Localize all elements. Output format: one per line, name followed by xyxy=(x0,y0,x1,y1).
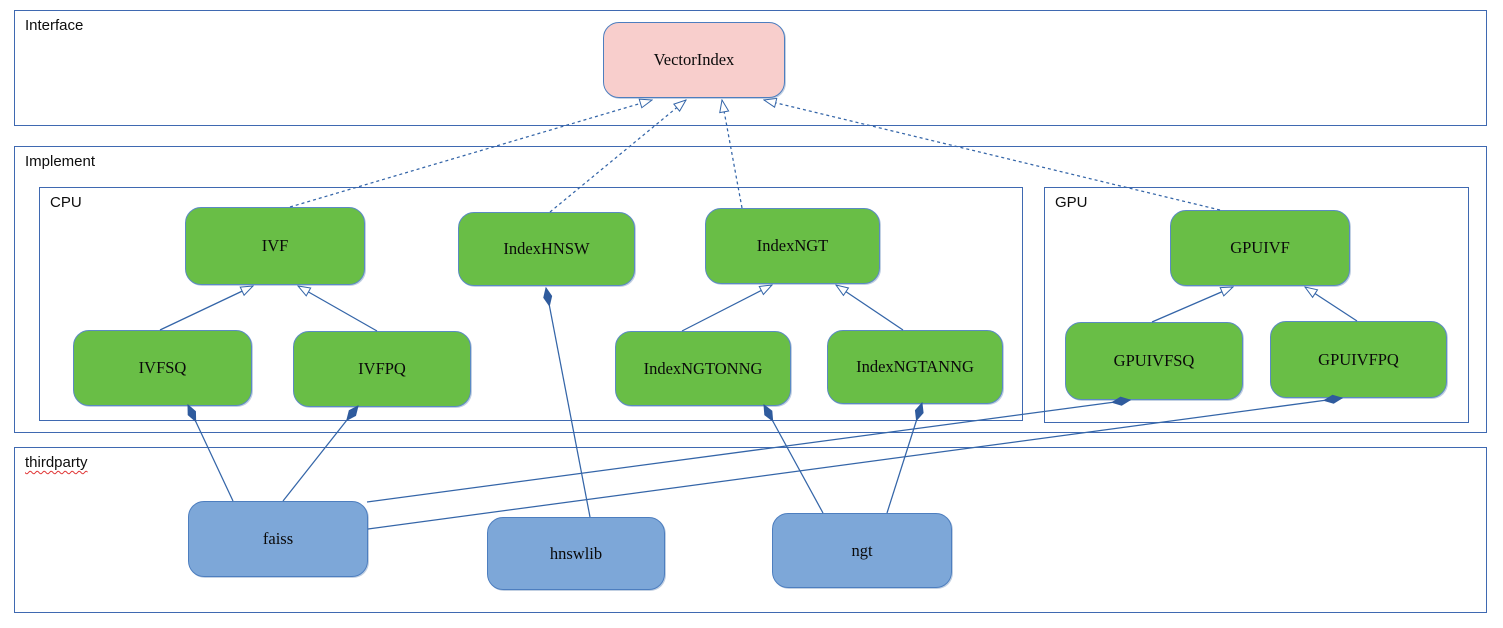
container-interface-label: Interface xyxy=(25,17,84,34)
node-ivfsq[interactable]: IVFSQ xyxy=(73,330,252,406)
node-ivf[interactable]: IVF xyxy=(185,207,365,285)
node-vectorindex[interactable]: VectorIndex xyxy=(603,22,785,98)
node-indexngtonng-label: IndexNGTONNG xyxy=(643,358,763,378)
node-gpuivfpq-label: GPUIVFPQ xyxy=(1318,349,1399,369)
container-thirdparty-label: thirdparty xyxy=(25,454,88,471)
node-gpuivf[interactable]: GPUIVF xyxy=(1170,210,1350,286)
node-ivfpq[interactable]: IVFPQ xyxy=(293,331,471,407)
node-faiss-label: faiss xyxy=(262,529,294,548)
container-gpu-label: GPU xyxy=(1055,194,1088,211)
node-indexhnsw-label: IndexHNSW xyxy=(503,239,590,258)
node-indexngtanng[interactable]: IndexNGTANNG xyxy=(827,330,1003,404)
node-vectorindex-label: VectorIndex xyxy=(653,50,735,69)
container-implement-label: Implement xyxy=(25,153,96,170)
node-ivf-label: IVF xyxy=(261,236,289,255)
node-ngt-label: ngt xyxy=(851,540,873,560)
node-gpuivf-label: GPUIVF xyxy=(1230,238,1290,257)
node-indexngt[interactable]: IndexNGT xyxy=(705,208,880,284)
node-gpuivfsq-label: GPUIVFSQ xyxy=(1113,351,1195,370)
node-indexhnsw[interactable]: IndexHNSW xyxy=(458,212,635,286)
node-ngt[interactable]: ngt xyxy=(772,513,952,588)
node-hnswlib[interactable]: hnswlib xyxy=(487,517,665,590)
node-indexngtonng[interactable]: IndexNGTONNG xyxy=(615,331,791,406)
container-cpu-label: CPU xyxy=(50,194,82,211)
node-gpuivfsq[interactable]: GPUIVFSQ xyxy=(1065,322,1243,400)
node-ivfpq-label: IVFPQ xyxy=(358,359,406,378)
node-hnswlib-label: hnswlib xyxy=(549,543,603,563)
node-indexngt-label: IndexNGT xyxy=(756,236,829,255)
node-ivfsq-label: IVFSQ xyxy=(138,358,187,377)
node-faiss[interactable]: faiss xyxy=(188,501,368,577)
node-gpuivfpq[interactable]: GPUIVFPQ xyxy=(1270,321,1447,398)
container-interface[interactable]: Interface xyxy=(14,10,1487,126)
node-indexngtanng-label: IndexNGTANNG xyxy=(856,357,974,376)
